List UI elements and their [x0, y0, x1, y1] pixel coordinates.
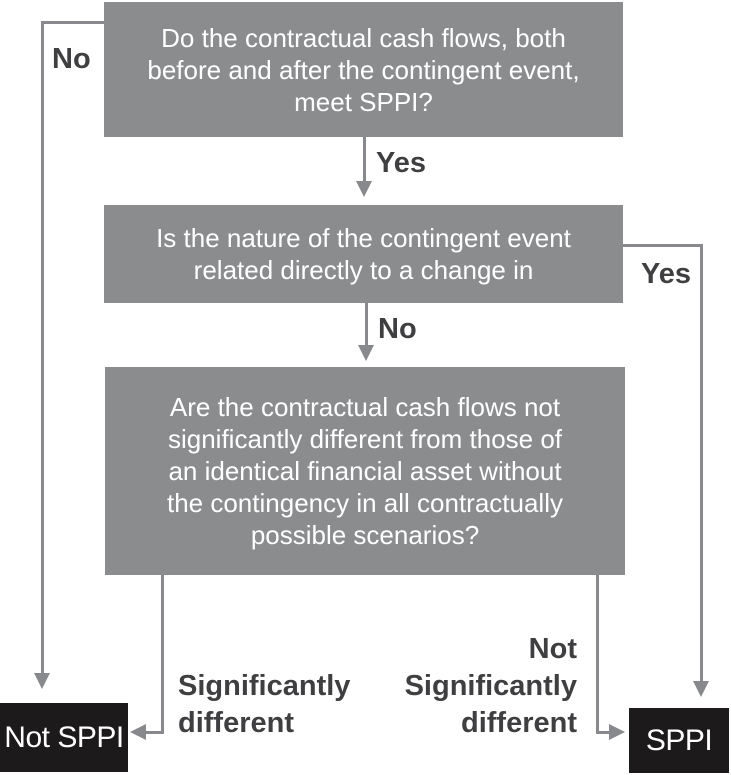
node-text-line: possible scenarios?: [250, 520, 480, 550]
node-text-line: significantly different from those of: [167, 424, 563, 454]
edge-label-line: Not: [528, 633, 577, 665]
edge-label-line: Significantly: [178, 670, 351, 702]
edge-label-line: different: [178, 707, 294, 739]
arrowhead-down-icon: [358, 345, 374, 361]
connector-not-sig-diff-horizontal: [597, 731, 610, 734]
connector-sig-diff-horizontal: [146, 731, 164, 734]
edge-label-line: different: [461, 707, 577, 739]
edge-label-yes-right: Yes: [641, 258, 691, 290]
connector-no-branch-horizontal: [42, 21, 105, 24]
connector-yes-branch-horizontal: [623, 244, 703, 247]
node-text-line: Do the contractual cash flows, both: [161, 22, 566, 53]
connector-no-branch-vertical: [41, 21, 44, 673]
node-sppi: SPPI: [629, 708, 729, 773]
connector-not-sig-diff-vertical: [596, 575, 599, 734]
edge-label-yes-q1-q2: Yes: [376, 147, 426, 179]
node-text-line: Are the contractual cash flows not: [169, 392, 561, 422]
node-question-cash-flows-not-significantly-different: Are the contractual cash flows not signi…: [105, 367, 625, 575]
edge-label-not-significantly-different: Not Significantly different: [377, 631, 577, 742]
node-text-line: related directly to a change in: [193, 255, 534, 285]
node-text-line: an identical financial asset without: [168, 456, 562, 486]
node-text-line: Is the nature of the contingent event: [156, 223, 571, 253]
node-text-line: meet SPPI?: [294, 86, 433, 117]
node-sppi-label: SPPI: [645, 723, 713, 757]
connector-yes-branch-vertical: [700, 244, 703, 682]
node-text-line: before and after the contingent event,: [147, 54, 580, 85]
arrowhead-down-icon: [693, 681, 709, 697]
node-not-sppi-label: Not SPPI: [4, 720, 124, 754]
edge-label-line: Significantly: [404, 670, 577, 702]
arrowhead-right-icon: [609, 724, 625, 740]
connector-q2-q3-vertical: [365, 303, 368, 346]
edge-label-no-q2-q3: No: [378, 313, 417, 345]
node-not-sppi: Not SPPI: [0, 703, 128, 772]
connector-sig-diff-vertical: [161, 575, 164, 734]
connector-q1-q2-vertical: [363, 137, 366, 182]
node-question-nature-of-contingent-event: Is the nature of the contingent event re…: [104, 205, 623, 303]
arrowhead-down-icon: [356, 181, 372, 197]
arrowhead-down-icon: [34, 673, 50, 689]
node-text-line: the contingency in all contractually: [166, 488, 563, 518]
edge-label-no-left: No: [52, 43, 91, 75]
node-question-cash-flows-meet-sppi: Do the contractual cash flows, both befo…: [104, 2, 623, 137]
edge-label-significantly-different: Significantly different: [178, 668, 350, 742]
arrowhead-left-icon: [130, 724, 146, 740]
